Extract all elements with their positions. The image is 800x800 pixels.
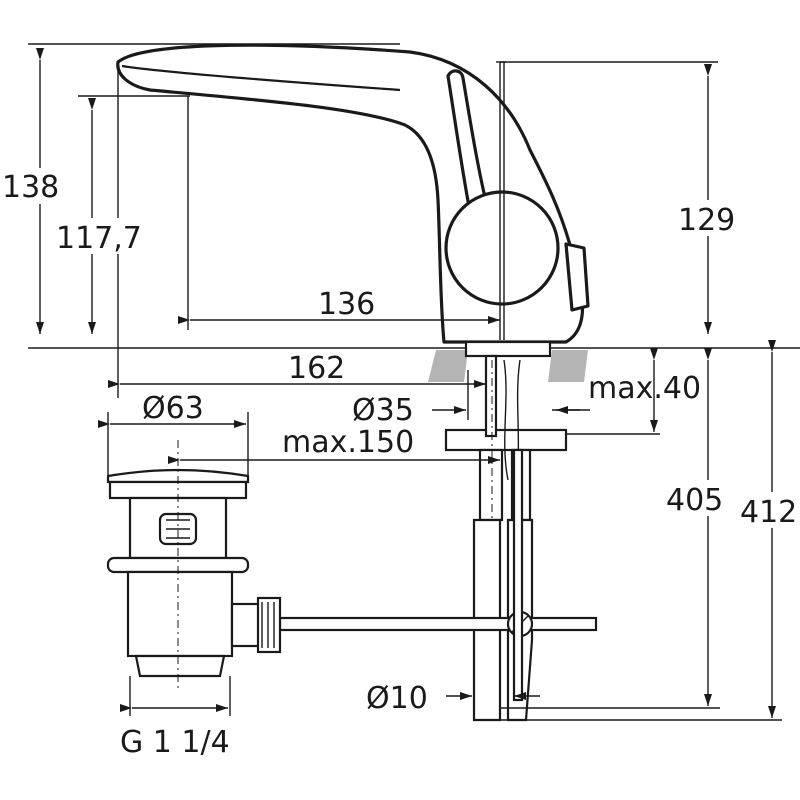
mounting-assembly bbox=[278, 340, 598, 722]
label-thread: G 1 1/4 bbox=[120, 725, 230, 760]
label-d63: Ø63 bbox=[142, 391, 204, 426]
label-max150: max.150 bbox=[282, 425, 414, 460]
label-405: 405 bbox=[666, 483, 723, 518]
deck-section-left bbox=[428, 350, 468, 382]
label-d35: Ø35 bbox=[352, 393, 414, 428]
label-136: 136 bbox=[318, 287, 375, 322]
deck-section-right bbox=[548, 350, 588, 382]
label-max40: max.40 bbox=[588, 371, 701, 406]
label-129: 129 bbox=[678, 203, 735, 238]
label-117-7: 117,7 bbox=[56, 221, 142, 256]
label-138: 138 bbox=[2, 170, 59, 205]
mixer-tap bbox=[116, 43, 590, 344]
drain-waste bbox=[106, 468, 282, 678]
lever-handle bbox=[446, 69, 490, 214]
label-162: 162 bbox=[288, 351, 345, 386]
side-button bbox=[564, 242, 590, 312]
label-d10: Ø10 bbox=[366, 681, 428, 716]
label-412: 412 bbox=[740, 495, 797, 530]
cartridge-circle bbox=[444, 190, 560, 306]
